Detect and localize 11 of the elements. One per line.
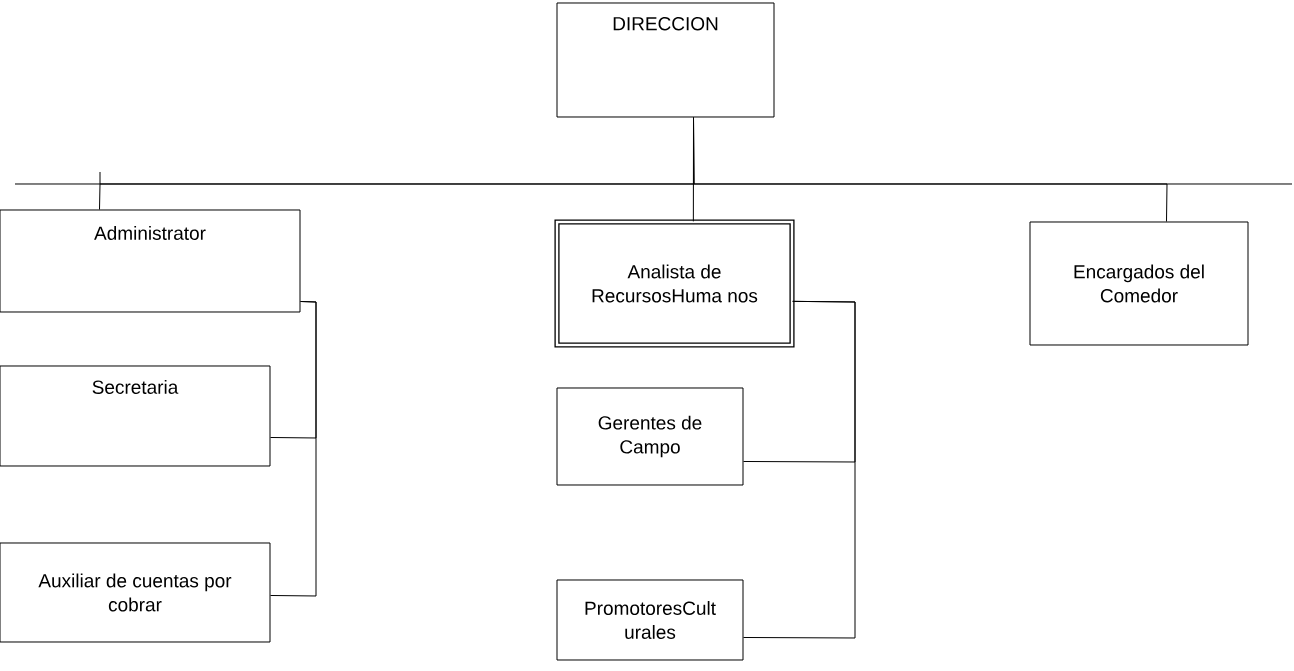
- box: Gerentes de Campo: [556, 387, 744, 486]
- box: PromotoresCult urales: [556, 579, 744, 661]
- box: Auxiliar de cuentas por cobrar: [0, 542, 271, 643]
- connector-line: [743, 300, 856, 639]
- box: Secretaria: [0, 365, 271, 467]
- connector-line: [270, 301, 317, 597]
- box: Encargados del Comedor: [1029, 221, 1249, 346]
- box: DIRECCION: [556, 2, 775, 118]
- connector-line: [693, 117, 1168, 222]
- box: Administrator: [0, 209, 301, 313]
- double-border-box: Analista de RecursosHuma nos: [554, 219, 795, 348]
